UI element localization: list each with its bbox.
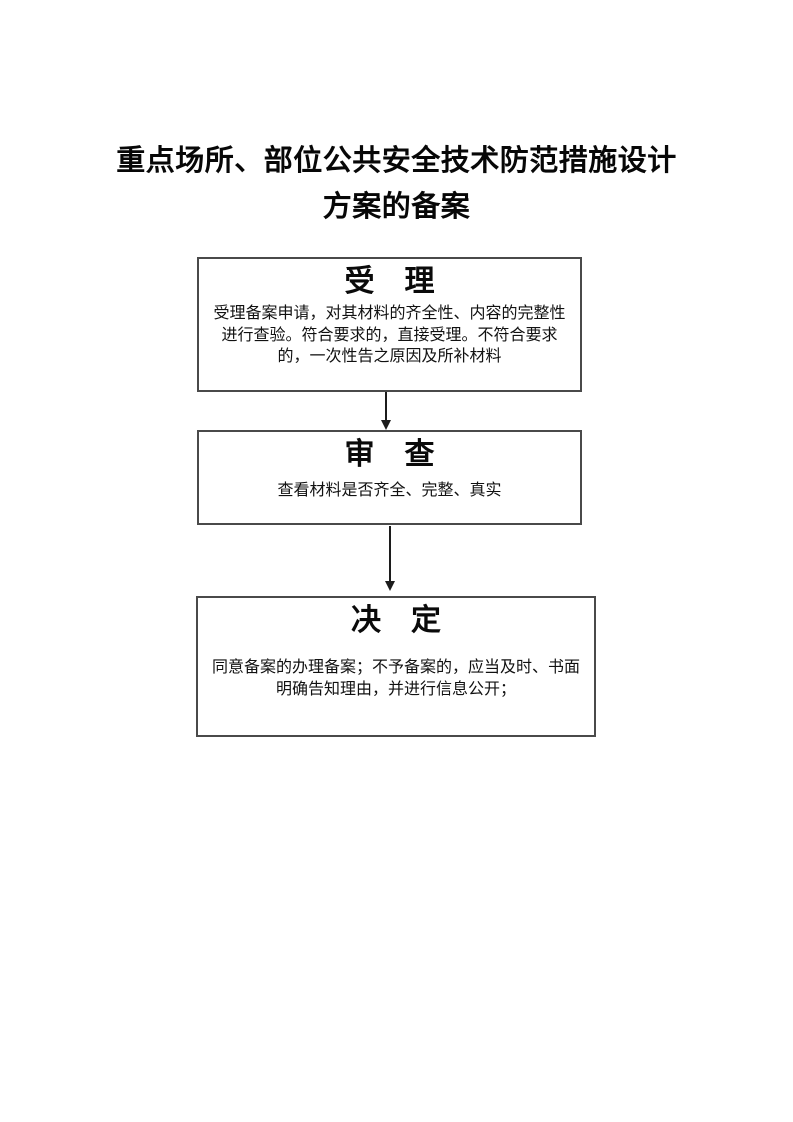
page-title-line2: 方案的备案 xyxy=(322,191,471,223)
step-body-review: 查看材料是否齐全、完整、真实 xyxy=(277,482,502,499)
flow-step-decide: 决 定 同意备案的办理备案；不予备案的，应当及时、书面明确告知理由，并进行信息公… xyxy=(196,596,596,737)
page-title-line1: 重点场所、部位公共安全技术防范措施设计 xyxy=(116,145,677,177)
step-body-accept: 受理备案申请，对其材料的齐全性、内容的完整性进行查验。符合要求的，直接受理。不符… xyxy=(213,305,566,365)
step-heading-decide: 决 定 xyxy=(351,604,441,637)
step-body-decide: 同意备案的办理备案；不予备案的，应当及时、书面明确告知理由，并进行信息公开； xyxy=(211,659,580,698)
arrow-stem xyxy=(389,526,391,582)
step-heading-accept: 受 理 xyxy=(344,265,435,298)
arrow-head xyxy=(385,581,395,591)
page-title: 重点场所、部位公共安全技术防范措施设计 方案的备案 xyxy=(0,138,793,230)
arrow-head xyxy=(381,420,391,430)
down-arrow-icon xyxy=(381,392,391,430)
step-heading-review: 审 查 xyxy=(344,438,435,471)
flow-step-review: 审 查 查看材料是否齐全、完整、真实 xyxy=(197,430,582,525)
arrow-stem xyxy=(385,392,387,421)
down-arrow-icon xyxy=(385,526,395,592)
flow-step-accept: 受 理 受理备案申请，对其材料的齐全性、内容的完整性进行查验。符合要求的，直接受… xyxy=(197,257,582,392)
